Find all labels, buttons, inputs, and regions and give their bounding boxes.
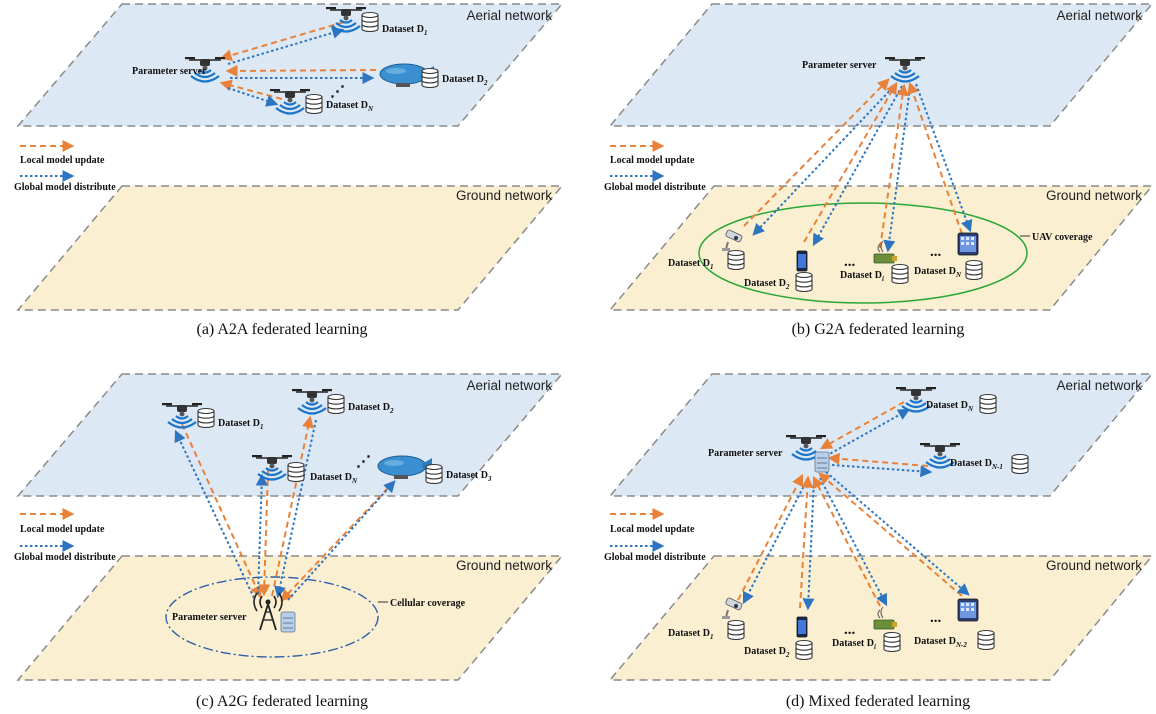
aerial-network-title: Aerial network — [1056, 378, 1142, 393]
uav-coverage-label: UAV coverage — [1032, 232, 1093, 243]
ellipsis: ⋰ — [330, 84, 345, 100]
database-icon — [795, 639, 813, 661]
dataset-d1-label: Dataset D1 — [668, 628, 713, 641]
legend-a: Local model update Global model distribu… — [14, 140, 116, 193]
legend-local-update: Local model update — [610, 155, 695, 166]
aerial-network-title: Aerial network — [1056, 8, 1142, 23]
dataset-dn-label: Dataset DN — [326, 100, 374, 113]
caption-a: (a) A2A federated learning — [196, 321, 367, 338]
parameter-server-label: Parameter server — [132, 66, 207, 77]
ellipsis: ... — [844, 254, 856, 270]
dataset-d1-label: Dataset D1 — [668, 258, 713, 271]
dataset-d2-label: Dataset D2 — [442, 74, 488, 87]
dataset-d2-label: Dataset D2 — [348, 402, 394, 415]
ground-plane-a — [16, 185, 564, 311]
phone-icon — [796, 250, 808, 272]
legend-global-distribute: Global model distribute — [604, 552, 706, 563]
arrows-c — [174, 415, 396, 602]
aerial-plane-a — [16, 3, 564, 127]
database-icon — [425, 463, 443, 485]
panel-d: Aerial network Ground network Parameter … — [604, 373, 1154, 710]
panel-a: Aerial network Ground network Parameter … — [14, 3, 564, 338]
tablet-icon — [957, 232, 979, 256]
aerial-network-title: Aerial network — [466, 8, 552, 23]
database-icon — [883, 631, 901, 653]
ellipsis: ... — [844, 622, 856, 638]
database-icon — [979, 393, 997, 415]
database-icon — [1011, 453, 1029, 475]
dataset-dn-label: Dataset DN — [926, 400, 974, 413]
ground-network-title: Ground network — [1046, 558, 1142, 573]
legend-c: Local model update Global model distribu… — [14, 508, 116, 563]
dataset-dn-label: Dataset DN — [310, 472, 358, 485]
arrows-d — [737, 401, 970, 611]
legend-local-update: Local model update — [610, 524, 695, 535]
ellipsis: ... — [930, 244, 942, 260]
ellipsis: ⋰ — [356, 454, 371, 470]
uav-coverage-ellipse — [698, 202, 1028, 304]
database-icon — [361, 11, 379, 33]
aerial-network-title: Aerial network — [466, 378, 552, 393]
panel-c: Aerial network Ground network Cellular c… — [14, 373, 564, 710]
server-rack-icon — [280, 611, 296, 633]
caption-c: (c) A2G federated learning — [196, 693, 368, 710]
parameter-server-label: Parameter server — [172, 612, 247, 623]
ground-plane-d — [608, 555, 1154, 681]
dataset-d2-label: Dataset D2 — [744, 278, 790, 291]
arrows-b — [743, 78, 973, 253]
legend-b: Local model update Global model distribu… — [604, 140, 706, 193]
arrows-a — [219, 21, 377, 107]
dataset-dn2-label: Dataset DN-2 — [914, 636, 967, 649]
legend-d: Local model update Global model distribu… — [604, 508, 706, 563]
database-icon — [197, 407, 215, 429]
server-rack-icon — [814, 451, 830, 473]
legend-global-distribute: Global model distribute — [604, 182, 706, 193]
dataset-dn1-label: Dataset DN-1 — [950, 458, 1003, 471]
legend-local-update: Local model update — [20, 524, 105, 535]
caption-b: (b) G2A federated learning — [792, 321, 965, 338]
dataset-d2-label: Dataset D2 — [744, 646, 790, 659]
dataset-dn-label: Dataset DN — [914, 266, 962, 279]
ground-network-title: Ground network — [1046, 188, 1142, 203]
database-icon — [795, 271, 813, 293]
ground-network-title: Ground network — [456, 188, 552, 203]
cellular-coverage-label: Cellular coverage — [390, 598, 466, 609]
dataset-d3-label: Dataset D3 — [446, 470, 492, 483]
parameter-server-label: Parameter server — [708, 448, 783, 459]
database-icon — [421, 67, 439, 89]
legend-global-distribute: Global model distribute — [14, 182, 116, 193]
database-icon — [965, 259, 983, 281]
dataset-di-label: Dataset Di — [840, 270, 884, 283]
panel-b: Aerial network Ground network UAV covera… — [604, 3, 1154, 338]
dataset-d1-label: Dataset D1 — [382, 24, 427, 37]
caption-d: (d) Mixed federated learning — [786, 693, 970, 710]
database-icon — [305, 93, 323, 115]
cellular-coverage-ellipse — [165, 576, 379, 658]
database-icon — [727, 249, 745, 271]
aerial-plane-b — [608, 3, 1154, 127]
tablet-icon — [957, 598, 979, 622]
dataset-di-label: Dataset Di — [832, 638, 876, 651]
dataset-d1-label: Dataset D1 — [218, 418, 263, 431]
legend-local-update: Local model update — [20, 155, 105, 166]
database-icon — [977, 629, 995, 651]
database-icon — [727, 619, 745, 641]
phone-icon — [796, 616, 808, 638]
ground-network-title: Ground network — [456, 558, 552, 573]
ellipsis: ... — [930, 610, 942, 626]
parameter-server-label: Parameter server — [802, 60, 877, 71]
database-icon — [287, 461, 305, 483]
database-icon — [327, 393, 345, 415]
database-icon — [891, 263, 909, 285]
legend-global-distribute: Global model distribute — [14, 552, 116, 563]
